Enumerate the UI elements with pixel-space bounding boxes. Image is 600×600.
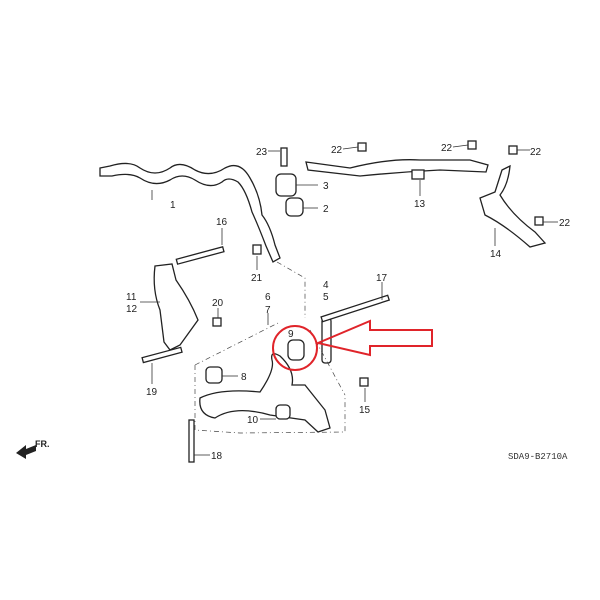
bolt-16	[175, 246, 225, 265]
label-part-22: 22	[530, 147, 542, 158]
stabilizer-bushing	[285, 197, 304, 217]
nut-22	[467, 140, 477, 150]
label-part-23: 23	[256, 147, 268, 158]
bolt-17	[320, 294, 391, 323]
label-part-6: 6	[265, 292, 271, 303]
label-part-16: 16	[216, 217, 228, 228]
nut-21	[252, 244, 262, 255]
label-part-9: 9	[288, 329, 294, 340]
diagram-code: SDA9-B2710A	[508, 452, 568, 462]
bolt-19	[141, 346, 183, 364]
label-part-12: 12	[126, 304, 138, 315]
nut-20	[212, 317, 222, 327]
label-part-1: 1	[170, 200, 176, 211]
label-part-22: 22	[559, 218, 571, 229]
label-part-18: 18	[211, 451, 223, 462]
label-part-10: 10	[247, 415, 259, 426]
nut-22	[534, 216, 544, 226]
label-part-22: 22	[441, 143, 453, 154]
bushing-8	[205, 366, 223, 384]
stabilizer-bar	[99, 162, 281, 263]
leader-lines	[140, 144, 558, 456]
label-part-4: 4	[323, 280, 329, 291]
highlight-circle	[272, 325, 318, 371]
nut-22	[508, 145, 518, 155]
label-part-5: 5	[323, 292, 329, 303]
label-part-21: 21	[251, 273, 263, 284]
label-part-11: 11	[126, 292, 137, 303]
bolt-23	[280, 147, 288, 167]
front-direction-arrow-icon	[16, 445, 36, 459]
label-part-20: 20	[212, 298, 224, 309]
label-part-7: 7	[265, 305, 271, 316]
stiffener-13	[305, 159, 489, 177]
link-outline	[276, 261, 306, 318]
label-part-15: 15	[359, 405, 371, 416]
label-part-17: 17	[376, 273, 388, 284]
label-part-8: 8	[241, 372, 247, 383]
nut-22	[357, 142, 367, 152]
knuckle-11-12	[153, 263, 199, 351]
highlight-arrow-icon	[314, 319, 433, 357]
label-part-14: 14	[490, 249, 502, 260]
label-part-2: 2	[323, 204, 329, 215]
label-part-19: 19	[146, 387, 158, 398]
lower-arm	[199, 353, 331, 433]
bracket-14	[479, 164, 547, 248]
label-part-13: 13	[414, 199, 426, 210]
bolt-18	[188, 419, 195, 463]
bushing-bracket	[275, 173, 297, 197]
nut-15	[359, 377, 369, 387]
compliance-bushing-9	[287, 339, 305, 361]
mount-13	[411, 169, 425, 180]
label-part-22: 22	[331, 145, 343, 156]
bushing-10	[275, 404, 291, 420]
front-direction-label: FR.	[35, 439, 50, 449]
label-part-3: 3	[323, 181, 329, 192]
